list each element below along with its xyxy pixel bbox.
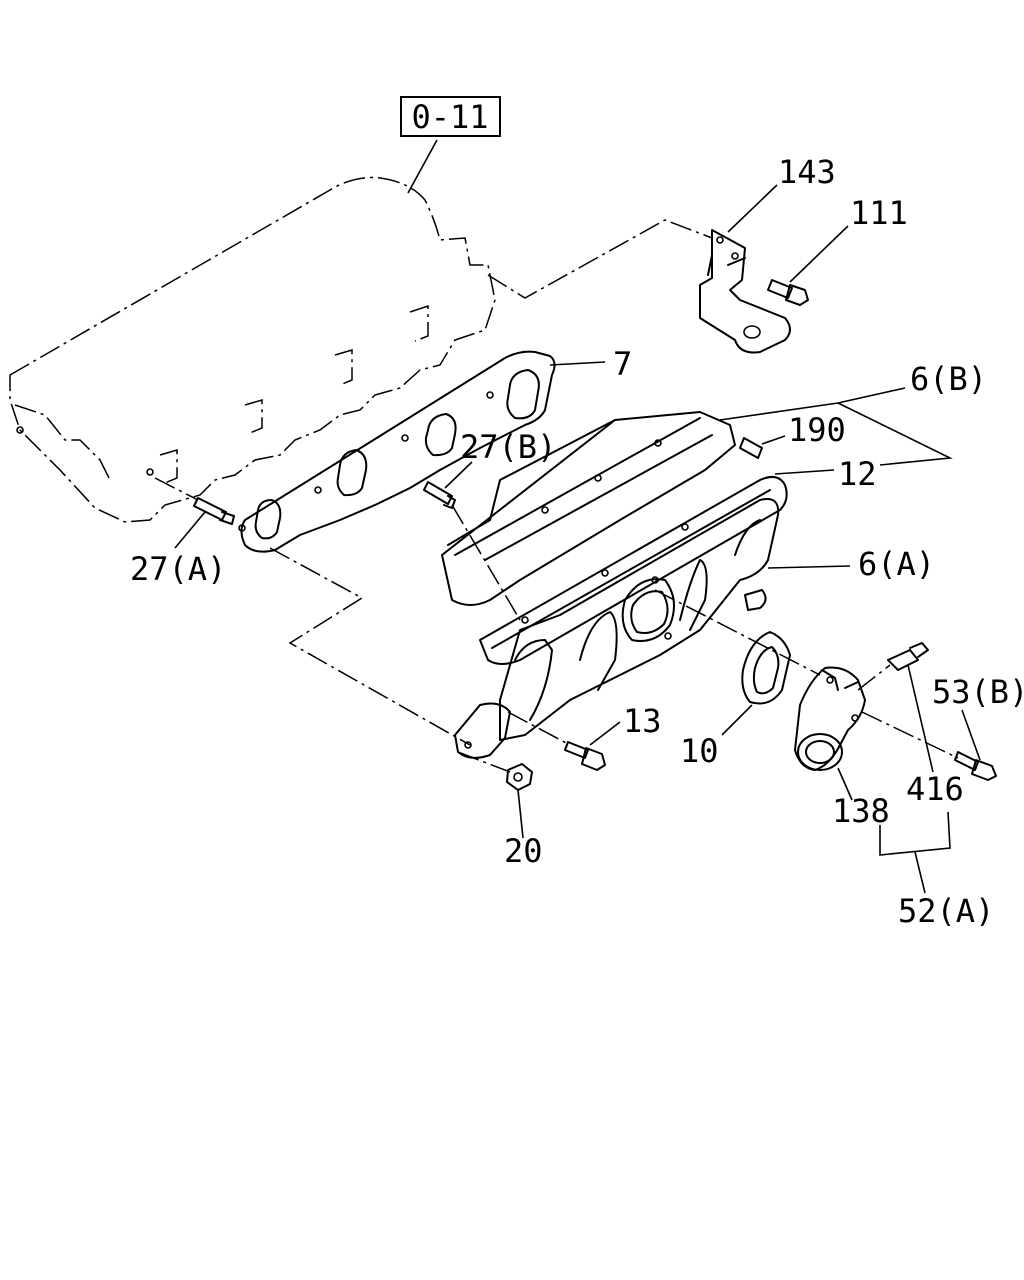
callout-20: 20 (504, 832, 543, 870)
callout-416: 416 (906, 770, 964, 808)
sensor-416-axis (857, 664, 891, 691)
callout-27b: 27(B) (460, 428, 556, 466)
cylinder-head-phantom (9, 176, 496, 523)
outlet-axis (654, 589, 821, 676)
callout-12: 12 (838, 455, 877, 493)
leader-27a (174, 511, 206, 549)
callout-52a: 52(A) (898, 892, 994, 930)
elbow-138[interactable] (794, 666, 866, 771)
leader-12 (774, 469, 835, 475)
leader-27b (444, 461, 473, 489)
bolt-13[interactable] (564, 741, 606, 771)
callout-143: 143 (778, 153, 836, 191)
leader-7 (549, 361, 606, 366)
callout-13: 13 (623, 702, 662, 740)
leader-138 (837, 767, 853, 801)
bolt-13-axis (507, 711, 569, 745)
leader-13 (589, 721, 621, 746)
gasket-10[interactable] (741, 631, 791, 705)
bolt-53b-axis (861, 711, 959, 759)
nut-20-axis (457, 751, 511, 773)
leader-52a (879, 811, 951, 894)
reference-box[interactable]: 0-11 (400, 96, 501, 137)
manifold-end-flange[interactable] (454, 702, 511, 759)
callout-10: 10 (680, 732, 719, 770)
leader-6a (767, 565, 851, 569)
gasket-12[interactable] (479, 475, 788, 665)
callout-138: 138 (832, 792, 890, 830)
callout-111: 111 (850, 194, 908, 232)
reference-label: 0-11 (411, 98, 488, 136)
reference-leader (407, 139, 438, 194)
leader-111 (789, 225, 849, 283)
stud-27b[interactable] (423, 481, 456, 509)
manifold-6a[interactable] (499, 498, 780, 741)
leader-20 (517, 789, 524, 839)
callout-6b: 6(B) (910, 360, 987, 398)
bolt-53b[interactable] (954, 751, 997, 781)
head-to-bracket-phantom (487, 219, 713, 299)
callout-7: 7 (613, 345, 632, 383)
callout-27a: 27(A) (130, 550, 226, 588)
pin-190[interactable] (739, 437, 763, 459)
stud-27a-axis (154, 477, 199, 501)
leader-143 (727, 184, 778, 233)
callout-6a: 6(A) (858, 545, 935, 583)
stud-27b-axis (451, 504, 521, 621)
sensor-416[interactable] (887, 642, 929, 671)
callout-190: 190 (788, 411, 846, 449)
nut-20[interactable] (506, 763, 533, 791)
leader-416 (907, 664, 934, 773)
manifold-6b[interactable] (441, 411, 736, 606)
gasket-to-manifold-phantom (269, 547, 471, 746)
leader-53b (961, 709, 981, 761)
bolt-111[interactable] (767, 279, 809, 306)
bracket-143[interactable] (699, 229, 791, 354)
leader-190 (761, 435, 786, 445)
gasket-7[interactable] (238, 350, 556, 553)
leader-6b (719, 387, 953, 466)
leader-10 (721, 704, 753, 736)
callout-53b: 53(B) (932, 673, 1024, 711)
stud-27a[interactable] (193, 497, 235, 525)
